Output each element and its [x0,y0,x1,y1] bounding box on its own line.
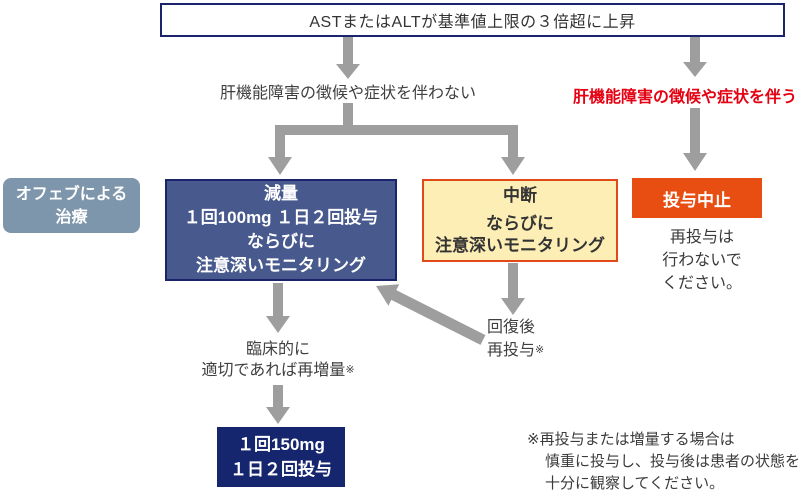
reduce-box-line1: 減量 [264,184,298,203]
footnote-line2: 慎重に投与し、投与後は患者の状態を [545,453,800,470]
branch-label-no-symptom: 肝機能障害の徴候や症状を伴わない [219,85,476,102]
branch-label-symptom: 肝機能障害の徴候や症状を伴う [572,89,797,106]
treatment-box-line2: 治療 [55,208,88,226]
arrow-top-to-symptom [683,37,707,77]
action-box-interrupt: 中断 ならびに 注意深いモニタリング [422,179,618,262]
reduce-box-line3: ならびに [247,232,315,251]
reference-mark: ※ [535,344,545,356]
arrow-top-to-no-symptom [336,37,360,79]
resume-label-line1: 回復後 [487,319,536,336]
full-dose-box-line2: １日２回投与 [230,460,332,479]
arrow-interrupt-to-resume [501,263,525,315]
connector-branch-bar [275,125,518,135]
action-box-discontinue: 投与中止 [632,178,762,218]
footnote: ※再投与または増量する場合は 慎重に投与し、投与後は患者の状態を 十分に観察して… [527,429,800,491]
condition-box-ast-alt: ASTまたはALTが基準値上限の３倍超に上昇 [160,3,785,37]
reescalate-label-line2: 適切であれば再増量※ [201,362,355,379]
resume-label: 回復後 再投与※ [487,317,607,362]
arrow-symptom-to-discontinue [683,108,707,171]
discontinue-box-label: 投与中止 [663,190,731,210]
discontinue-note-line1: 再投与は [669,229,734,246]
action-box-reduce-dose: 減量 １回100mg １日２回投与 ならびに 注意深いモニタリング [165,179,397,281]
treatment-box-ofev: オフェブによる 治療 [3,178,140,233]
arrow-reescalate-to-fulldose [266,385,290,424]
arrow-branch-to-interrupt [501,125,525,175]
action-box-full-dose: １回150mg １日２回投与 [217,427,345,487]
footnote-line1: ※再投与または増量する場合は [527,431,735,448]
arrow-reduce-to-reescalate [266,283,290,333]
connector-no-symptom-feed [343,103,353,133]
arrow-resume-to-reduce-diagonal [376,284,486,345]
discontinue-note-line2: 行わないで [662,252,742,269]
interrupt-box-line1: 中断 [503,186,537,205]
interrupt-box-line3: 注意深いモニタリング [435,236,605,255]
arrow-branch-to-reduce [268,125,292,175]
condition-box-label: ASTまたはALTが基準値上限の３倍超に上昇 [309,14,636,31]
resume-label-line2: 再投与※ [487,342,545,359]
reduce-box-line4: 注意深いモニタリング [196,256,366,275]
full-dose-box-line1: １回150mg [237,435,325,454]
reduce-box-line2: １回100mg １日２回投与 [183,208,379,227]
discontinue-note: 再投与は 行わないで ください。 [637,226,767,295]
discontinue-note-line3: ください。 [661,275,742,292]
reference-mark: ※ [345,364,355,376]
interrupt-box-line2: ならびに [486,214,554,233]
reescalate-label: 臨床的に 適切であれば再増量※ [178,339,378,381]
treatment-box-line1: オフェブによる [15,185,128,203]
footnote-line3: 十分に観察してください。 [545,475,725,491]
reescalate-label-line1: 臨床的に [245,341,310,358]
